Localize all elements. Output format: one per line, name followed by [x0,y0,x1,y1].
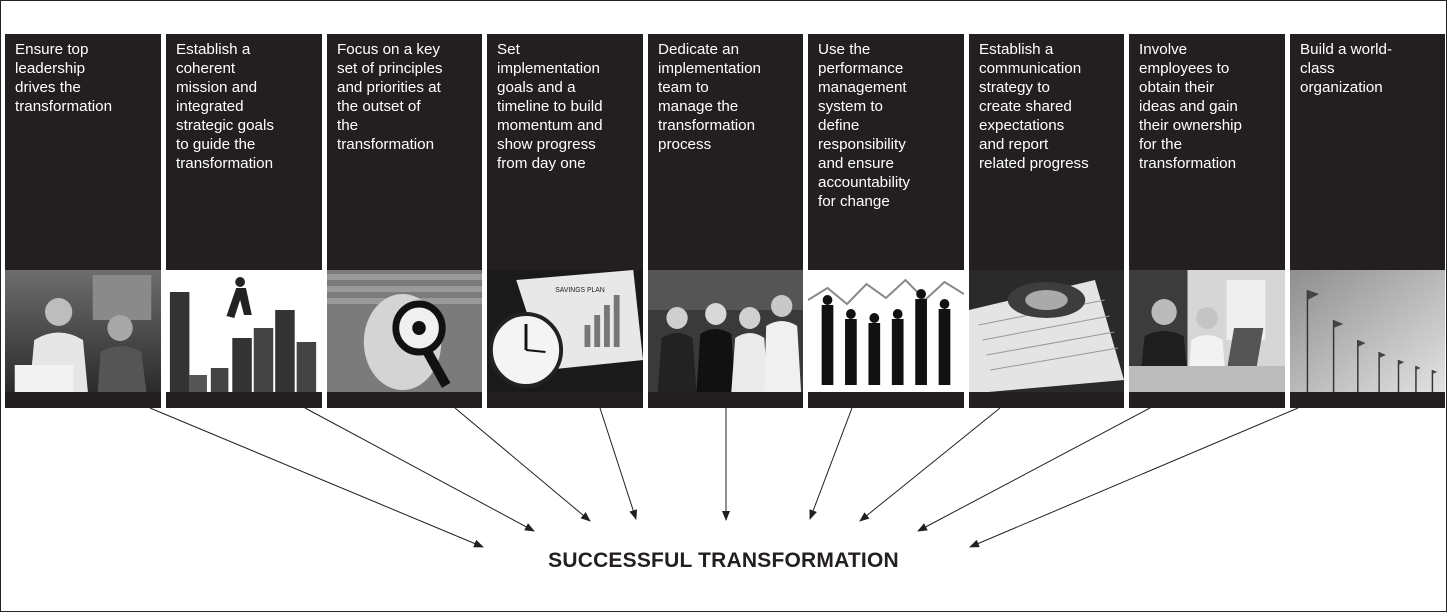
arrow-2 [304,407,535,532]
office-collaboration-photo [1129,270,1285,392]
arrow-6 [809,407,853,520]
step-text: Set implementation goals and a timeline … [497,41,603,172]
step-text: Establish a coherent mission and integra… [176,41,274,172]
climbing-bar-chart-photo [166,270,322,392]
business-meeting-photo [5,270,161,392]
step-panel-2: Establish a coherent mission and integra… [166,34,322,408]
step-text: Use the performance management system to… [818,41,911,210]
step-text: Dedicate an implementation team to manag… [658,41,761,153]
arrow-9 [969,407,1299,548]
team-portrait-photo [648,270,803,392]
arrow-4 [599,407,638,520]
successful-transformation-label: SUCCESSFUL TRANSFORMATION [548,549,899,572]
arrow-3 [454,407,591,522]
photo-caption: SAVINGS PLAN [555,287,605,294]
handshake-over-documents-photo [969,270,1124,392]
arrow-8 [917,407,1151,532]
arrow-1 [149,407,484,548]
step-panel-4: Set implementation goals and a timeline … [487,34,643,408]
step-panel-1: Ensure top leadership drives the transfo… [5,34,161,408]
step-panel-5: Dedicate an implementation team to manag… [648,34,803,408]
step-panel-6: Use the performance management system to… [808,34,964,408]
clock-and-savings-plan-photo: SAVINGS PLAN [487,270,643,392]
arrow-7 [859,407,1001,522]
step-panel-3: Focus on a key set of principles and pri… [327,34,482,408]
step-text: Build a world- class organization [1300,41,1393,96]
step-panel-9: Build a world- class organization [1290,34,1445,408]
step-text: Ensure top leadership drives the transfo… [15,41,113,115]
step-text: Establish a communication strategy to cr… [979,41,1089,172]
magnifying-glass-photo [327,270,482,392]
people-on-graph-photo [808,270,964,392]
step-text: Focus on a key set of principles and pri… [337,41,443,153]
step-panel-7: Establish a communication strategy to cr… [969,34,1124,408]
step-text: Involve employees to obtain their ideas … [1139,41,1242,172]
flags-against-sky-photo [1290,270,1445,392]
step-panel-8: Involve employees to obtain their ideas … [1129,34,1285,408]
